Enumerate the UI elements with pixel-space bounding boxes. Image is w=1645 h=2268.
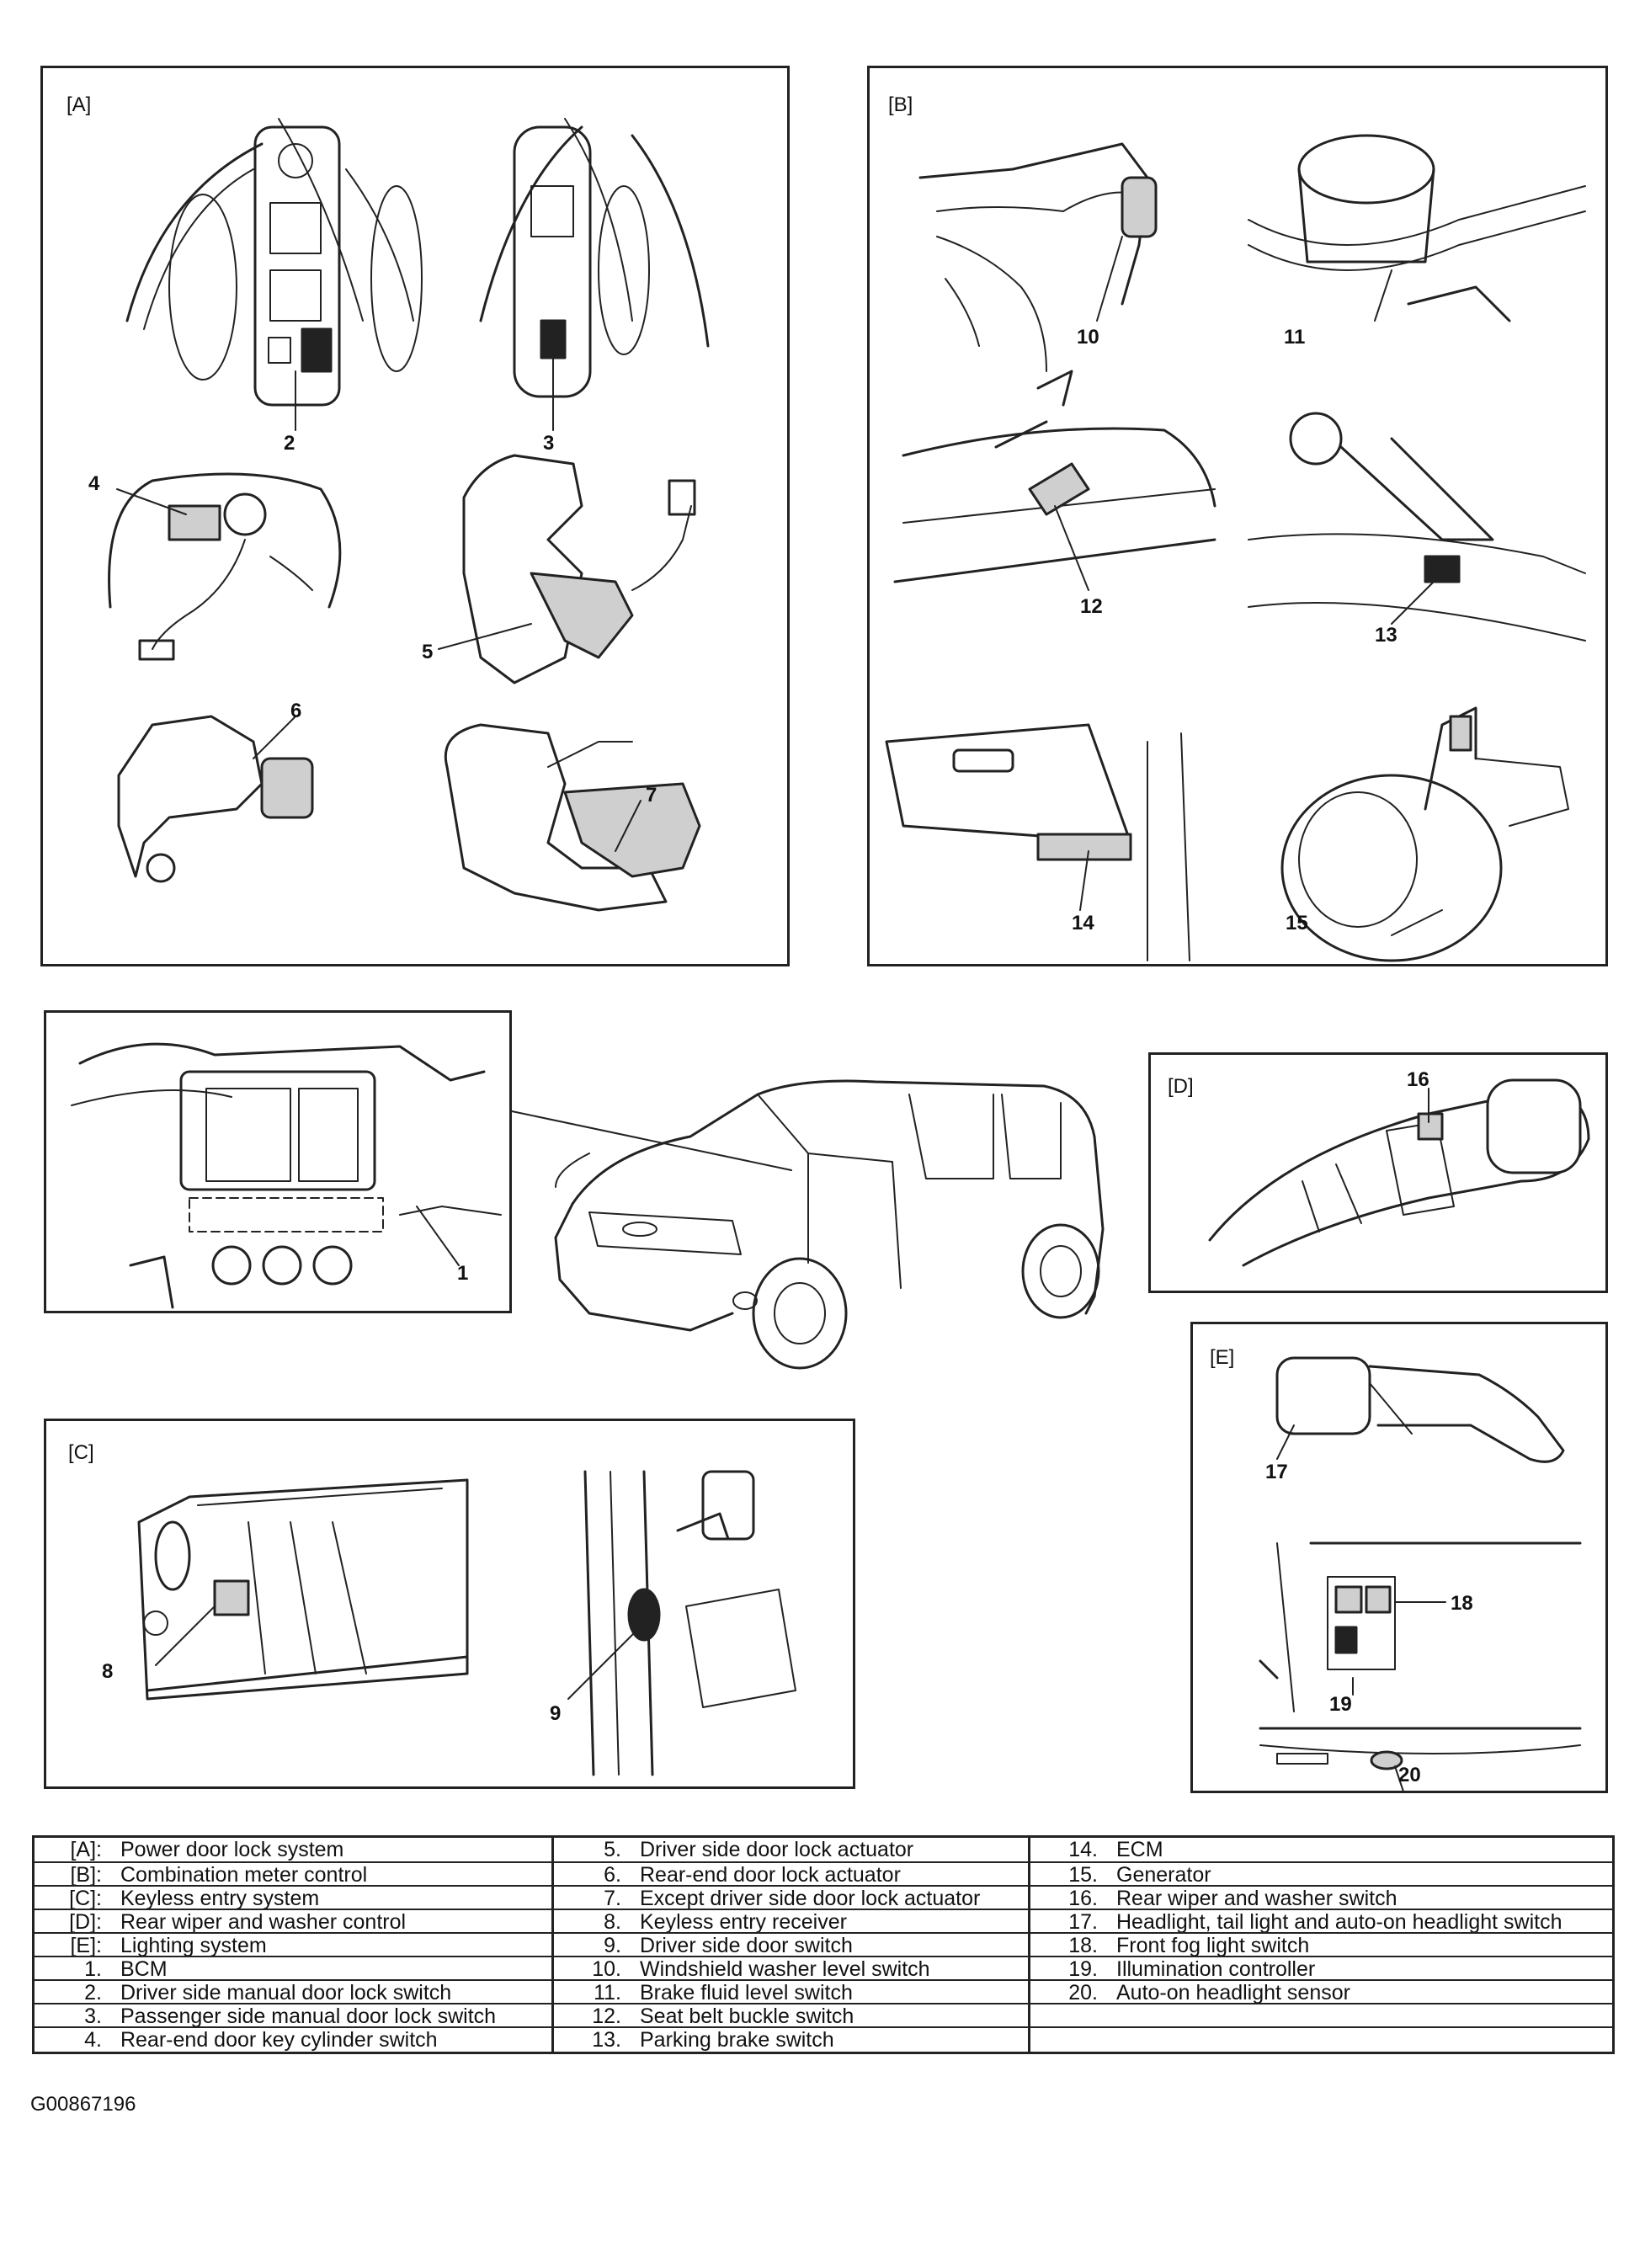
legend-row: 18.Front fog light switch [1030,1932,1612,1957]
panel-b-tag: [B] [888,93,913,116]
legend-row: 20.Auto-on headlight sensor [1030,1979,1612,2004]
callout-14: 14 [1072,912,1094,934]
legend-row: [C]:Keyless entry system [35,1885,551,1910]
legend-row: 15.Generator [1030,1861,1612,1887]
callout-16: 16 [1407,1068,1429,1091]
legend-row: 6.Rear-end door lock actuator [554,1861,1028,1887]
panel-a-drawing [108,118,710,912]
callout-11: 11 [1284,326,1306,349]
callout-2: 2 [284,432,295,455]
panel-e-tag: [E] [1210,1346,1235,1369]
panel-e-lighting: [E] 17 18 19 20 [1190,1322,1608,1793]
legend-row: 16.Rear wiper and washer switch [1030,1885,1612,1910]
panel-bcm-detail: 1 [44,1010,512,1313]
callout-10: 10 [1077,326,1099,349]
legend-column-3: 14.ECM 15.Generator 16.Rear wiper and wa… [1028,1838,1612,2052]
legend-row [1030,2003,1612,2028]
legend-row: 12.Seat belt buckle switch [554,2003,1028,2028]
callout-6: 6 [290,700,302,722]
legend-row [1030,2026,1612,2052]
callout-9: 9 [550,1702,562,1725]
legend-row: 3.Passenger side manual door lock switch [35,2003,551,2028]
legend-row: [E]:Lighting system [35,1932,551,1957]
legend-row: 14.ECM [1068,1838,1163,1861]
callout-20: 20 [1398,1764,1421,1786]
callout-12: 12 [1080,595,1103,618]
legend-row: [D]:Rear wiper and washer control [35,1909,551,1934]
bcm-detail-drawing [71,1042,502,1309]
panel-a-tag: [A] [67,93,92,116]
legend-row: 9.Driver side door switch [554,1932,1028,1957]
legend-row: [A]:Power door lock system [70,1838,344,1861]
callout-15: 15 [1286,912,1308,934]
legend-column-2: 5.Driver side door lock actuator 6.Rear-… [551,1838,1028,2052]
legend-row: 4.Rear-end door key cylinder switch [35,2026,551,2052]
legend-row: 19.Illumination controller [1030,1956,1612,1981]
callout-7: 7 [646,784,657,807]
panel-d-rear-wiper: [D] 16 [1148,1052,1608,1293]
legend-row: 10.Windshield washer level switch [554,1956,1028,1981]
legend-row: 17.Headlight, tail light and auto-on hea… [1030,1909,1612,1934]
panel-e-drawing [1259,1356,1582,1792]
callout-19: 19 [1329,1693,1352,1716]
panel-c-drawing [137,1470,796,1776]
panel-b-drawing [885,134,1586,962]
figure-code: G00867196 [30,2093,136,2116]
legend-row: 11.Brake fluid level switch [554,1979,1028,2004]
legend-row: 8.Keyless entry receiver [554,1909,1028,1934]
legend-column-1: [A]:Power door lock system [B]:Combinati… [35,1838,551,2052]
callout-5: 5 [422,641,434,663]
legend-row: 7.Except driver side door lock actuator [554,1885,1028,1910]
legend-row: 1.BCM [35,1956,551,1981]
legend-row: [B]:Combination meter control [35,1861,551,1887]
callout-13: 13 [1375,624,1397,647]
legend-row: 13.Parking brake switch [554,2026,1028,2052]
panel-b-combination-meter: [B] [867,66,1608,966]
panel-d-drawing [1208,1078,1590,1267]
callout-17: 17 [1265,1461,1288,1483]
panel-d-tag: [D] [1168,1075,1194,1098]
callout-4: 4 [88,472,100,495]
callout-8: 8 [102,1660,114,1683]
legend-row: 2.Driver side manual door lock switch [35,1979,551,2004]
panel-c-keyless-entry: [C] 8 9 [44,1419,855,1789]
legend-table: [A]:Power door lock system [B]:Combinati… [32,1835,1615,2054]
callout-18: 18 [1451,1592,1473,1615]
panel-c-tag: [C] [68,1441,94,1464]
callout-3: 3 [543,432,555,455]
legend-row: 5.Driver side door lock actuator [604,1838,914,1861]
callout-1: 1 [457,1262,469,1285]
panel-a-power-door-lock: [A] [40,66,790,966]
